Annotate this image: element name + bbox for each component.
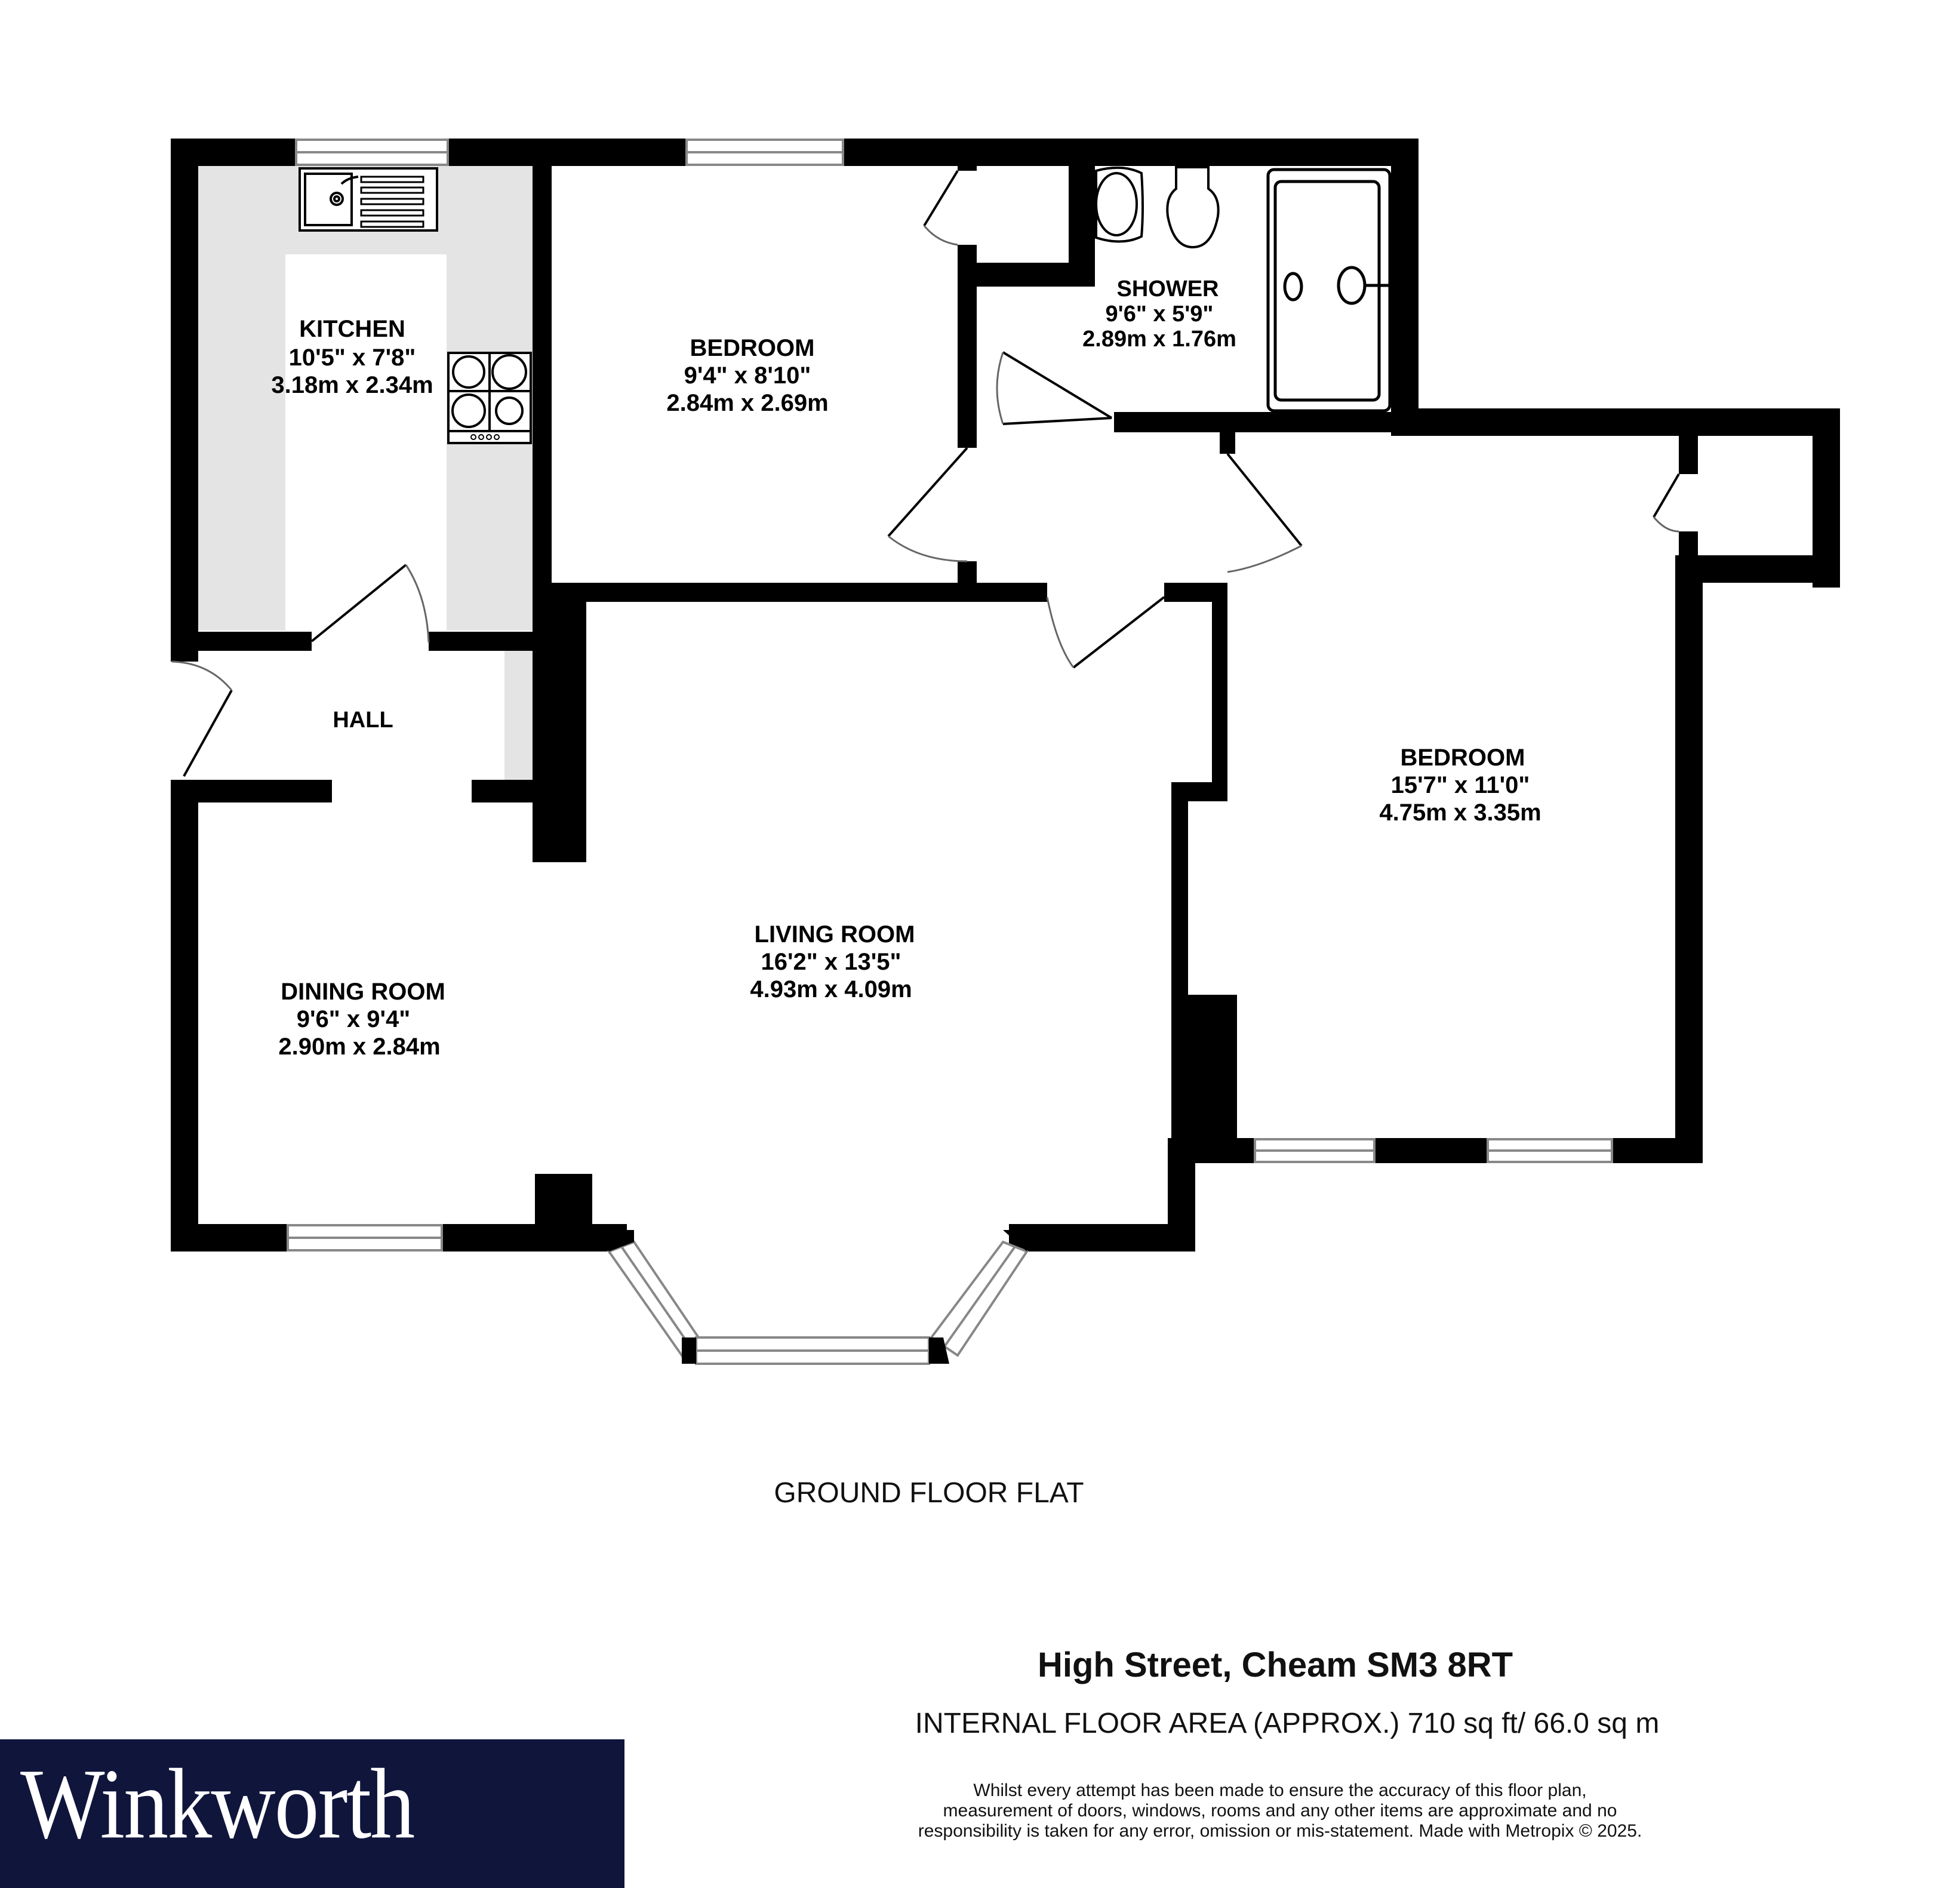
room-label-bedroom-small: BEDROOM 9'4" x 8'10" 2.84m x 2.69m (666, 335, 828, 416)
room-label-kitchen: KITCHEN 10'5" x 7'8" 3.18m x 2.34m (271, 316, 433, 398)
floor-label: GROUND FLOOR FLAT (774, 1477, 1084, 1509)
property-address: High Street, Cheam SM3 8RT (1038, 1646, 1513, 1684)
room-label-shower: SHOWER 9'6" x 5'9" 2.89m x 1.76m (1082, 276, 1236, 352)
brand-banner (0, 1739, 624, 1888)
kitchen-sink-icon (299, 167, 438, 232)
walls (171, 139, 1840, 1252)
toilet-icon (1166, 166, 1220, 249)
basin-icon (1095, 166, 1144, 243)
svg-text:4.75m x 3.35m: 4.75m x 3.35m (1379, 800, 1541, 826)
floor-area: INTERNAL FLOOR AREA (APPROX.) 710 sq ft/… (915, 1708, 1660, 1739)
svg-text:2.90m x 2.84m: 2.90m x 2.84m (278, 1034, 440, 1060)
svg-text:BEDROOM: BEDROOM (1401, 745, 1525, 771)
svg-text:LIVING ROOM: LIVING ROOM (755, 921, 915, 948)
bay-window-corners (597, 1230, 1027, 1364)
kitchen-counters (197, 165, 533, 782)
svg-text:Whilst every attempt has been: Whilst every attempt has been made to en… (973, 1781, 1586, 1800)
svg-text:2.84m x 2.69m: 2.84m x 2.69m (666, 390, 828, 416)
svg-text:4.93m x 4.09m: 4.93m x 4.09m (750, 976, 912, 1003)
brand-logo: Winkworth (20, 1748, 415, 1860)
svg-text:SHOWER: SHOWER (1117, 276, 1219, 302)
room-label-bedroom-large: BEDROOM 15'7" x 11'0" 4.75m x 3.35m (1379, 745, 1541, 826)
room-label-dining-room: DINING ROOM 9'6" x 9'4" 2.90m x 2.84m (278, 979, 445, 1060)
svg-text:HALL: HALL (333, 708, 393, 733)
svg-text:2.89m x 1.76m: 2.89m x 1.76m (1082, 327, 1236, 352)
windows (287, 139, 1613, 1365)
svg-text:responsibility is taken for an: responsibility is taken for any error, o… (918, 1821, 1642, 1841)
doors (171, 170, 1680, 777)
svg-text:10'5" x 7'8": 10'5" x 7'8" (289, 345, 416, 371)
svg-text:9'4" x 8'10": 9'4" x 8'10" (684, 362, 811, 389)
svg-text:15'7" x 11'0": 15'7" x 11'0" (1391, 772, 1530, 798)
hob-icon (447, 352, 532, 444)
svg-text:9'6" x 5'9": 9'6" x 5'9" (1106, 302, 1214, 327)
svg-text:16'2" x 13'5": 16'2" x 13'5" (761, 949, 901, 975)
svg-text:3.18m x 2.34m: 3.18m x 2.34m (271, 372, 433, 398)
shower-tray-icon (1266, 168, 1392, 413)
room-label-hall: HALL (333, 708, 393, 733)
svg-text:DINING ROOM: DINING ROOM (281, 979, 445, 1005)
room-label-living-room: LIVING ROOM 16'2" x 13'5" 4.93m x 4.09m (750, 921, 915, 1003)
svg-text:9'6" x 9'4": 9'6" x 9'4" (297, 1006, 410, 1032)
svg-text:KITCHEN: KITCHEN (299, 316, 405, 342)
disclaimer: Whilst every attempt has been made to en… (918, 1781, 1642, 1841)
svg-text:BEDROOM: BEDROOM (690, 335, 815, 361)
svg-text:measurement of doors, windows,: measurement of doors, windows, rooms and… (943, 1801, 1617, 1821)
